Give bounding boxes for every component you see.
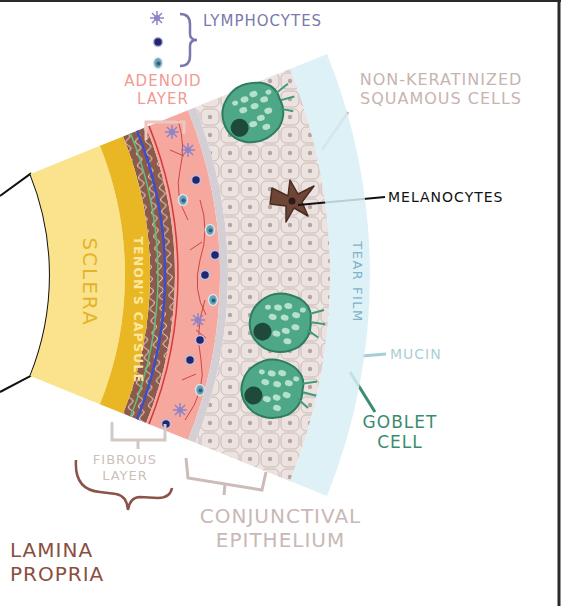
- bracket: [146, 122, 184, 140]
- leader-line: [362, 354, 386, 356]
- goblet-cell: [216, 73, 304, 149]
- part-label: MELANOCYTES: [388, 189, 503, 206]
- part-label: FIBROUS LAYER: [80, 452, 170, 483]
- part-label: CONJUNCTIVAL EPITHELIUM: [178, 504, 383, 552]
- part-label: LYMPHOCYTES: [203, 12, 322, 30]
- tenons-capsule-band-shape: [100, 136, 150, 413]
- frame-edge: [558, 0, 561, 606]
- curly-brace: [180, 14, 197, 66]
- bracket: [112, 422, 165, 449]
- lymphocyte: [201, 271, 210, 280]
- lymphocyte: [165, 125, 179, 139]
- tear-film-band: TEAR FILM: [285, 50, 375, 500]
- lymphocyte: [191, 313, 205, 327]
- lymphocyte: [206, 225, 215, 236]
- lymphocyte: [173, 403, 187, 417]
- layer-name: TEAR FILM: [350, 241, 365, 322]
- lymphocyte: [209, 295, 218, 306]
- frame-edge: [0, 0, 561, 2]
- lymphocyte: [211, 251, 220, 260]
- lymphocyte: [196, 385, 205, 396]
- layer-name: TENON'S CAPSULE: [131, 237, 145, 384]
- lymphocyte-icon: [150, 11, 164, 25]
- conjunctival-epithelium: [195, 69, 330, 481]
- part-label: MUCIN: [390, 346, 442, 363]
- squamous-cells: [195, 69, 330, 481]
- part-label: ADENOID LAYER: [118, 72, 208, 108]
- lymphocyte: [186, 356, 195, 365]
- layer-name: SCLERA: [78, 237, 102, 326]
- lymphocyte: [179, 195, 188, 206]
- part-label: LAMINA PROPRIA: [10, 538, 150, 586]
- lymphocyte-icon: [154, 58, 163, 69]
- tenons-capsule-band: TENON'S CAPSULE: [96, 132, 154, 418]
- goblet-cell: [246, 289, 328, 358]
- bracket: [186, 458, 266, 495]
- part-label: NON-KERATINIZED SQUAMOUS CELLS: [346, 70, 536, 108]
- lymphocyte: [196, 336, 205, 345]
- tenons-capsule-band-outline: [96, 132, 154, 418]
- lymphocyte: [181, 143, 195, 157]
- artery: [149, 126, 178, 424]
- capillary: [170, 120, 206, 420]
- melanocyte-nucleus: [289, 198, 296, 205]
- part-label: GOBLET CELL: [350, 412, 450, 453]
- tear-film-band-shape: [290, 54, 370, 496]
- curly-brace: [76, 460, 172, 510]
- sclera-band-shape: [30, 146, 125, 404]
- lymphocyte: [192, 176, 201, 185]
- lymphocyte-icon: [154, 38, 163, 47]
- melanocyte: [270, 180, 314, 222]
- goblet-cell: [235, 353, 323, 429]
